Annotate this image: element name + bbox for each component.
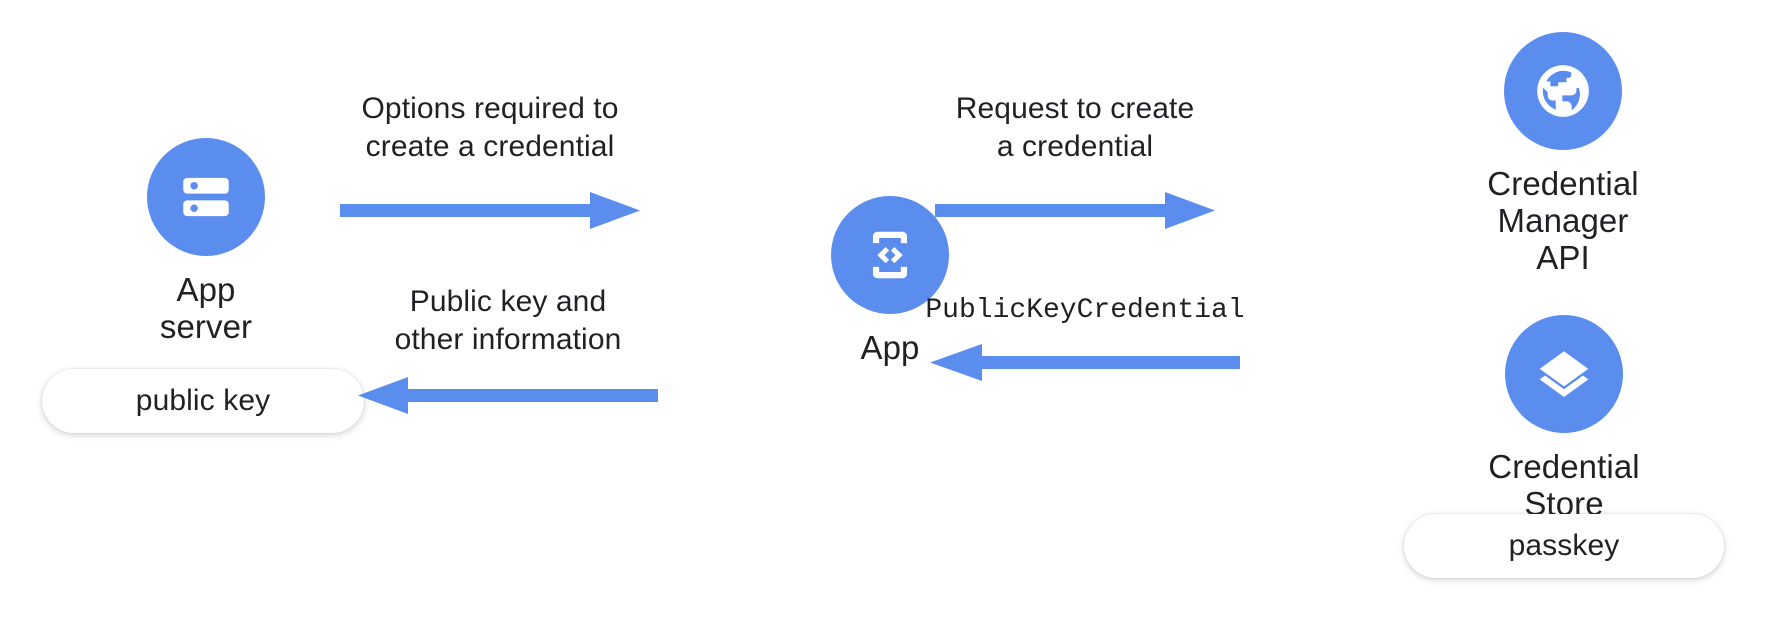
flow-publickeycredential-return: PublicKeyCredential — [925, 293, 1245, 388]
flow-caption-options-required: Options required to create a credential — [361, 92, 619, 163]
pill-public-key: public key — [42, 369, 364, 433]
pill-passkey: passkey — [1404, 514, 1724, 578]
flow-options-required: Options required to create a credential — [340, 90, 640, 240]
node-credential-store: Credential Store — [1488, 315, 1640, 523]
flow-public-key-return: Public key and other information — [358, 283, 658, 421]
arrow-right-options-required — [340, 191, 640, 229]
node-label-credential-manager-api: Credential Manager API — [1487, 165, 1639, 276]
node-app: App — [831, 196, 949, 367]
node-app-server: App server — [147, 138, 265, 346]
flow-caption-public-key-return: Public key and other information — [394, 285, 622, 356]
flow-request-to-create: Request to create a credential — [935, 90, 1215, 240]
arrow-right-request-to-create — [935, 191, 1215, 229]
layers-icon — [1505, 315, 1623, 433]
node-credential-manager-api: Credential Manager API — [1487, 32, 1639, 277]
arrow-left-publickeycredential — [930, 344, 1240, 382]
node-label-app: App — [860, 329, 920, 366]
pill-passkey-text: passkey — [1508, 529, 1620, 562]
flow-caption-publickeycredential: PublicKeyCredential — [925, 295, 1245, 326]
node-label-app-server: App server — [159, 271, 253, 345]
flow-caption-request-to-create: Request to create a credential — [955, 92, 1195, 163]
node-label-credential-store: Credential Store — [1488, 448, 1640, 522]
server-icon — [147, 138, 265, 256]
globe-icon — [1504, 32, 1622, 150]
arrow-left-public-key-return — [358, 376, 658, 414]
pill-public-key-text: public key — [135, 384, 271, 417]
app-code-device-icon — [831, 196, 949, 314]
